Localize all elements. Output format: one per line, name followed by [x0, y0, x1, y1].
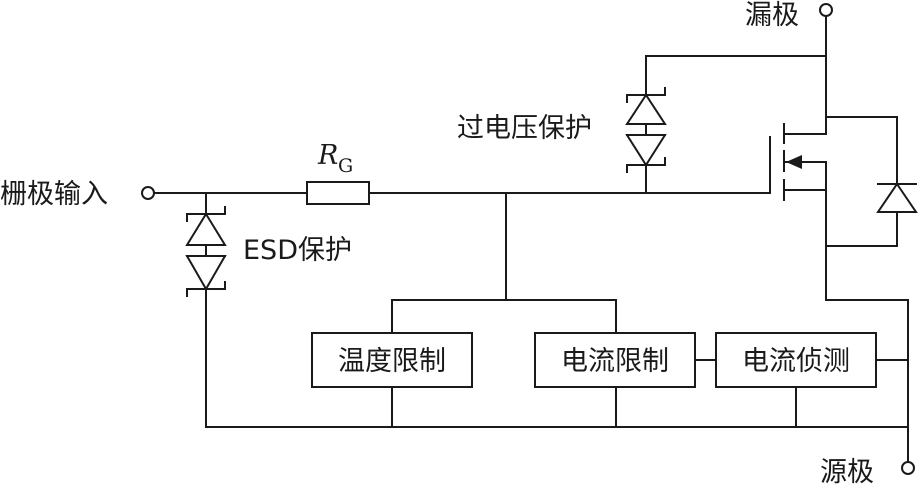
drain-label: 漏极 [745, 0, 799, 31]
current-limit-label: 电流限制 [561, 346, 669, 377]
mosfet-body-arrow [786, 155, 802, 169]
resistor-subscript: G [338, 155, 353, 177]
esd-upper-triangle [185, 212, 227, 246]
source-terminal [901, 461, 915, 475]
drain-terminal [819, 3, 833, 17]
body-diode-triangle [876, 182, 918, 213]
ovp-lower-triangle [625, 134, 667, 167]
temp-limit-label: 温度限制 [338, 346, 446, 377]
gate-input-terminal [141, 186, 155, 200]
gate-input-label: 栅极输入 [0, 179, 108, 210]
ovp-upper-triangle [625, 93, 667, 125]
source-label: 源极 [820, 457, 874, 487]
overvoltage-label: 过电压保护 [457, 113, 592, 144]
current-sense-label: 电流侦测 [742, 346, 850, 377]
esd-lower-triangle [185, 255, 227, 292]
gate-resistor [306, 181, 370, 205]
resistor-label: R [317, 140, 338, 171]
esd-label: ESD保护 [243, 235, 352, 266]
